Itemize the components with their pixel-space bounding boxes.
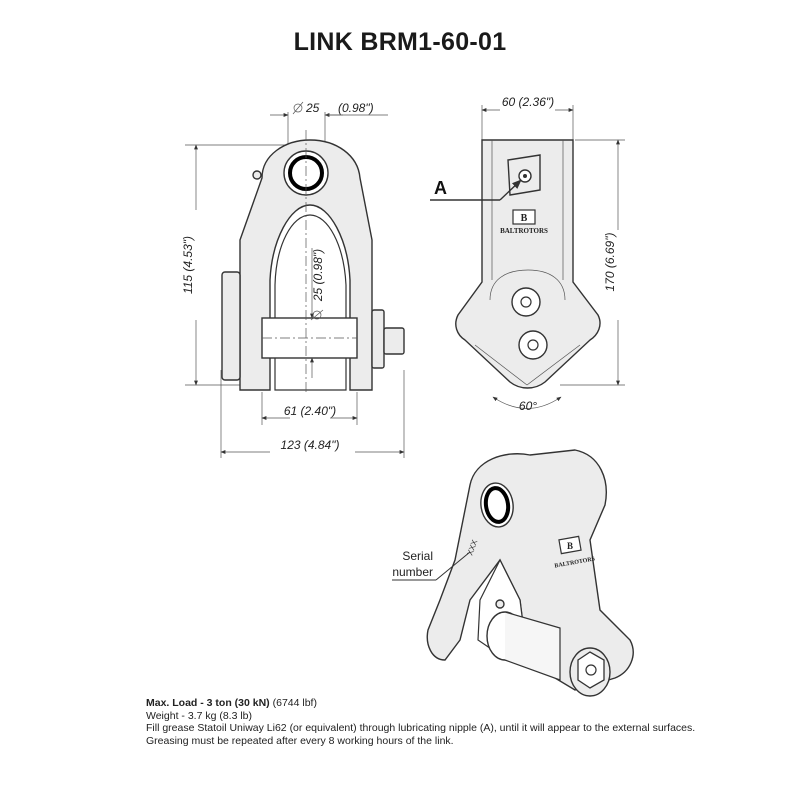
greasing-interval: Greasing must be repeated after every 8 … bbox=[146, 734, 454, 747]
side-view: 60 (2.36") B BALTROTORS A 170 (6.69") 60… bbox=[430, 95, 625, 413]
width-top-label: 60 (2.36") bbox=[502, 95, 554, 109]
grease-instructions: Fill grease Statoil Uniway Li62 (or equi… bbox=[146, 722, 696, 735]
total-width-label: 123 (4.84") bbox=[281, 438, 340, 452]
iso-brand-logo-icon: B bbox=[567, 541, 573, 551]
max-load-line: Max. Load - 3 ton (30 kN) (6744 lbf) bbox=[146, 697, 695, 710]
notes-block: Max. Load - 3 ton (30 kN) (6744 lbf) Wei… bbox=[146, 697, 695, 747]
max-load-lbf: (6744 lbf) bbox=[272, 697, 317, 709]
height-total-label: 170 (6.69") bbox=[603, 233, 617, 292]
inner-pin-diameter-label: 25 (0.98") bbox=[311, 249, 325, 302]
serial-label-line1: Serial bbox=[402, 549, 433, 563]
nipple-marker-label: A bbox=[434, 178, 447, 198]
page-title: LINK BRM1-60-01 bbox=[293, 28, 507, 56]
weight-line: Weight - 3.7 kg (8.3 lb) bbox=[146, 709, 253, 722]
inner-width-label: 61 (2.40") bbox=[284, 404, 336, 418]
pin-diameter-inch-label: (0.98") bbox=[338, 101, 374, 115]
max-load-label: Max. Load - 3 ton (30 kN) bbox=[146, 697, 270, 709]
pin-diameter-label: 25 bbox=[305, 101, 320, 115]
brand-logo-icon: B bbox=[521, 213, 528, 224]
brand-text: BALTROTORS bbox=[500, 227, 548, 235]
isometric-view: B BALTROTORS XXX Serial number bbox=[392, 449, 634, 697]
serial-label-line2: number bbox=[392, 565, 433, 579]
height-inner-label: 115 (4.53") bbox=[181, 236, 195, 294]
front-view: 25 (0.98") 115 (4.53") 25 (0.98") bbox=[181, 101, 405, 458]
angle-label: 60° bbox=[519, 399, 537, 413]
